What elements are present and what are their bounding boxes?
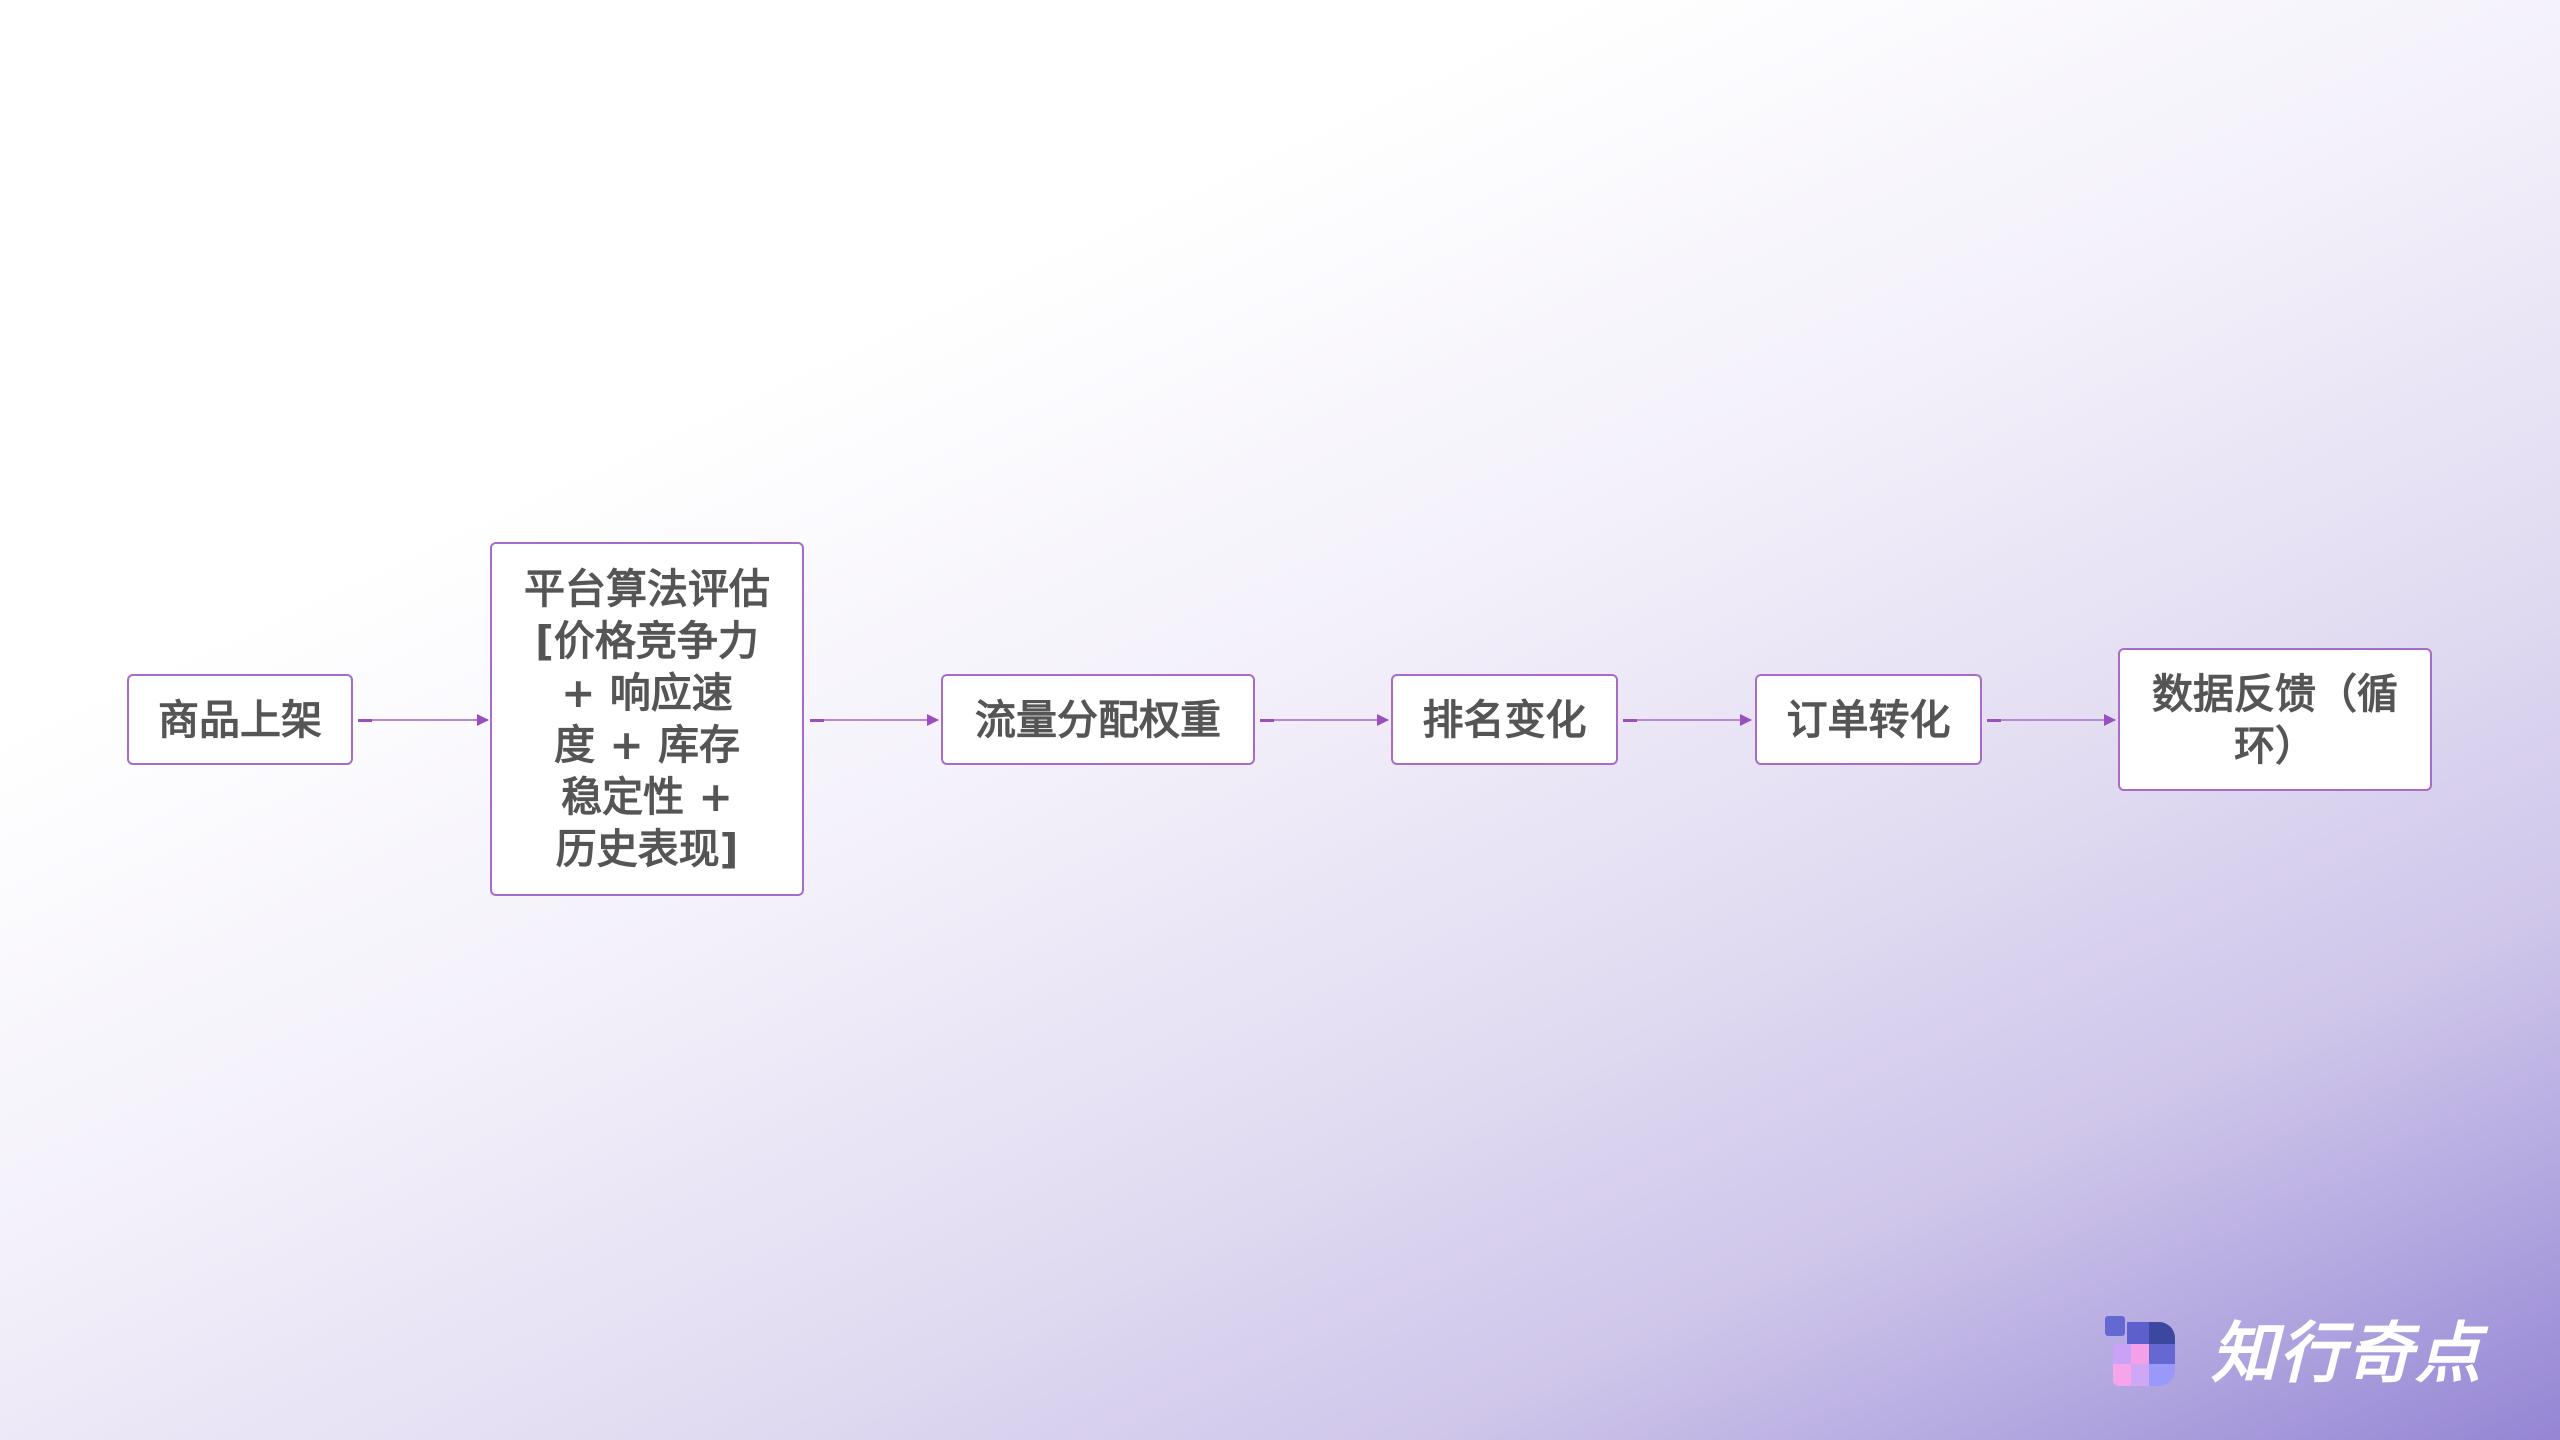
- node-label-line: + 响应速: [561, 669, 733, 717]
- node-label: 排名变化: [1422, 695, 1587, 744]
- node-label: 流量分配权重: [975, 695, 1221, 744]
- node-ranking-change: 排名变化: [1391, 674, 1618, 765]
- arrow-5-to-6: [1987, 714, 2116, 726]
- node-traffic-weight: 流量分配权重: [941, 674, 1255, 765]
- node-algorithm-evaluation: 平台算法评估 [价格竞争力 + 响应速 度 + 库存 稳定性 + 历史表现]: [490, 542, 804, 896]
- arrow-1-to-2: [358, 714, 489, 726]
- node-label-line: 稳定性 +: [561, 773, 733, 821]
- node-order-conversion: 订单转化: [1755, 674, 1982, 765]
- node-label-line: 环）: [2234, 721, 2316, 770]
- node-label-line: 数据反馈（循: [2152, 669, 2398, 718]
- node-label-line: 历史表现]: [555, 825, 739, 873]
- node-label-line: [价格竞争力: [535, 617, 759, 665]
- brand-name: 知行奇点: [2211, 1315, 2483, 1392]
- node-data-feedback: 数据反馈（循 环）: [2118, 648, 2432, 791]
- node-product-listing: 商品上架: [127, 674, 353, 765]
- brand-logo: 知行奇点: [2105, 1316, 2505, 1392]
- arrow-2-to-3: [810, 714, 939, 726]
- arrow-3-to-4: [1260, 714, 1389, 726]
- arrow-4-to-5: [1623, 714, 1752, 726]
- node-label: 订单转化: [1786, 695, 1951, 744]
- pixel-grid-logo-icon: [2105, 1316, 2175, 1386]
- node-label-line: 度 + 库存: [554, 721, 740, 769]
- node-label-line: 平台算法评估: [524, 565, 770, 613]
- node-label: 商品上架: [158, 695, 322, 744]
